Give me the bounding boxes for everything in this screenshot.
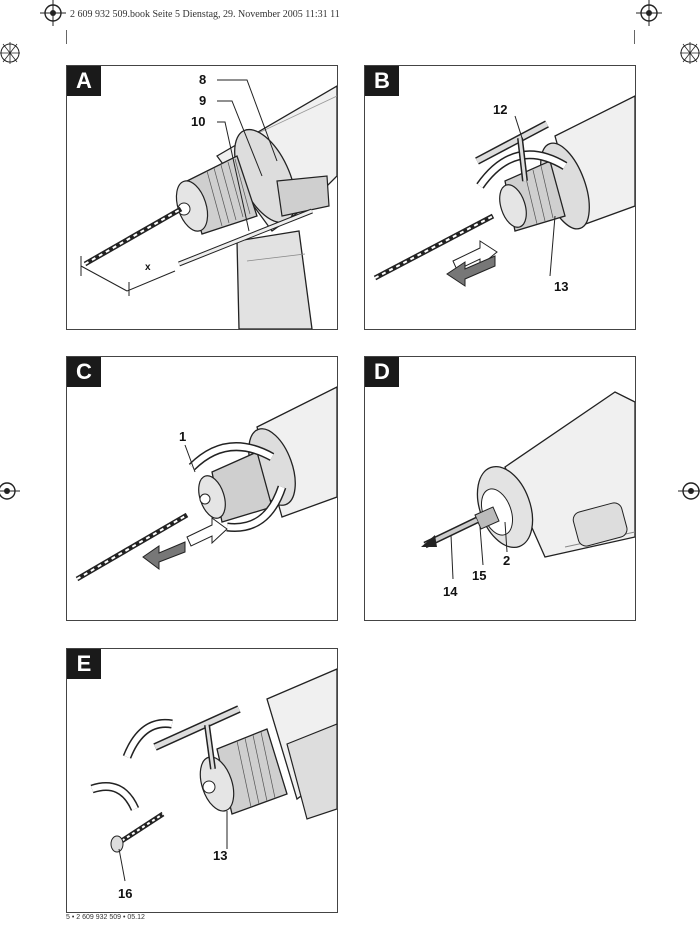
dimension-label-x: x xyxy=(145,262,151,273)
callout-8: 8 xyxy=(199,72,207,87)
starburst-mark-top-right xyxy=(680,42,700,64)
figure-panel-a: A 8 9 10 x xyxy=(66,65,338,330)
drill-illustration-e xyxy=(90,668,337,882)
registration-mark-top-right xyxy=(636,0,662,26)
panel-label: B xyxy=(365,66,399,96)
callout-13: 13 xyxy=(213,848,228,863)
panel-label: C xyxy=(67,357,101,387)
callout-16: 16 xyxy=(118,886,133,901)
callout-13: 13 xyxy=(554,279,569,294)
crop-mark xyxy=(66,30,67,44)
drill-illustration-d xyxy=(421,391,635,580)
panel-label: A xyxy=(67,66,101,96)
drill-illustration-a xyxy=(80,79,337,329)
registration-mark-right-middle xyxy=(678,482,700,500)
figure-panel-d: D 14 15 2 xyxy=(364,356,636,621)
callout-15: 15 xyxy=(472,568,487,583)
callout-9: 9 xyxy=(199,93,207,108)
callout-10: 10 xyxy=(191,114,206,129)
callout-2: 2 xyxy=(503,553,511,568)
drill-illustration-b xyxy=(373,95,635,287)
figure-panel-b: B 12 13 xyxy=(364,65,636,330)
panel-label: D xyxy=(365,357,399,387)
callout-1: 1 xyxy=(179,429,187,444)
crop-mark xyxy=(634,30,635,44)
callout-12: 12 xyxy=(493,102,508,117)
starburst-mark-top-left xyxy=(0,42,20,64)
figure-panel-c: C 1 xyxy=(66,356,338,621)
registration-mark-left-middle xyxy=(0,482,20,500)
drill-illustration-c xyxy=(75,386,337,582)
registration-mark-top-left xyxy=(40,0,66,26)
callout-14: 14 xyxy=(443,584,458,599)
figure-panel-e: E 13 16 xyxy=(66,648,338,913)
panel-label: E xyxy=(67,649,101,679)
print-header: 2 609 932 509.book Seite 5 Dienstag, 29.… xyxy=(70,9,340,20)
print-footer: 5 • 2 609 932 509 • 05.12 xyxy=(66,914,145,921)
